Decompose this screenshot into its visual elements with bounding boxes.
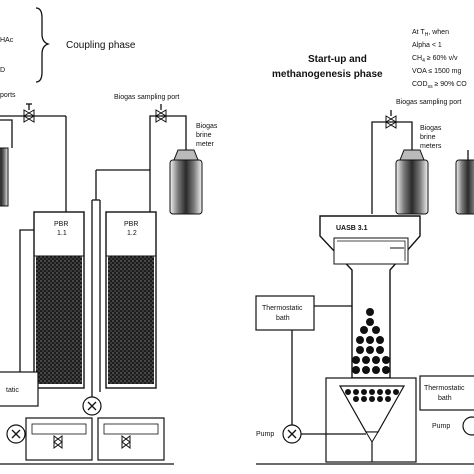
thermostatic-bath-right (419, 375, 474, 411)
pump-right-label: Pump (432, 423, 450, 430)
left-bottom-valve-1 (53, 435, 63, 449)
pump-mid-label: Pump (256, 431, 274, 438)
bath-right-line2: bath (438, 395, 452, 402)
pbr-1-1-label-line1: PBR (54, 221, 68, 228)
coupling-phase-label: Coupling phase (66, 40, 136, 51)
condition-line5: CODss ≥ 90% CO (412, 81, 467, 90)
right-partial-brine-meter (455, 159, 474, 215)
left-sampling-valve (155, 109, 167, 123)
left-support-table-2 (97, 417, 165, 461)
left-fragment-tatic: tatic (6, 387, 19, 394)
startup-phase-line1: Start-up and (308, 54, 367, 65)
brine-meters-right-line1: Biogas (420, 125, 442, 132)
sludge-granules (352, 308, 390, 374)
pbr-1-2-reactor (105, 211, 157, 389)
uasb-label: UASB 3.1 (336, 225, 368, 232)
left-fragment-hac: HAc (0, 37, 14, 44)
startup-phase-line2: methanogenesis phase (272, 69, 383, 80)
bath-mid-line2: bath (276, 315, 290, 322)
pbr-1-2-label-line2: 1.2 (127, 230, 137, 237)
brine-meter-left-line1: Biogas (196, 123, 218, 130)
pbr-1-1-reactor (33, 211, 85, 389)
thermostatic-bath-mid (255, 295, 315, 331)
brine-meters-right-line2: brine (420, 134, 436, 141)
condition-line4: VOA ≤ 1500 mg (412, 68, 461, 75)
pump-right (462, 416, 474, 436)
left-partial-brine-meter (0, 147, 9, 207)
condition-line1: At TH, when (412, 29, 449, 38)
bath-mid-line1: Thermostatic (262, 305, 303, 312)
biogas-brine-meter-right (395, 149, 429, 215)
left-fragment-d: D (0, 67, 5, 74)
condition-line3: CH4 ≥ 60% v/v (412, 55, 458, 64)
left-fragment-ports: ports (0, 92, 16, 99)
brine-meters-right-line3: meters (420, 143, 442, 150)
brine-meter-left-line2: brine (196, 132, 212, 139)
biogas-sampling-port-right-label: Biogas sampling port (396, 99, 461, 106)
left-valve (23, 109, 35, 123)
pbr-1-1-label-line2: 1.1 (57, 230, 67, 237)
left-bottom-valve-2 (121, 435, 131, 449)
biogas-brine-meter-left (169, 149, 203, 215)
condition-line2: Alpha < 1 (412, 42, 442, 49)
left-thermostatic-bath (0, 371, 39, 407)
bath-right-line1: Thermostatic (424, 385, 465, 392)
cone-granules (345, 389, 399, 402)
brine-meter-left-line3: meter (196, 141, 215, 148)
pbr-1-2-label-line1: PBR (124, 221, 138, 228)
coupling-brace (35, 7, 51, 83)
biogas-sampling-port-left-label: Biogas sampling port (114, 94, 179, 101)
right-sampling-valve (385, 115, 397, 129)
